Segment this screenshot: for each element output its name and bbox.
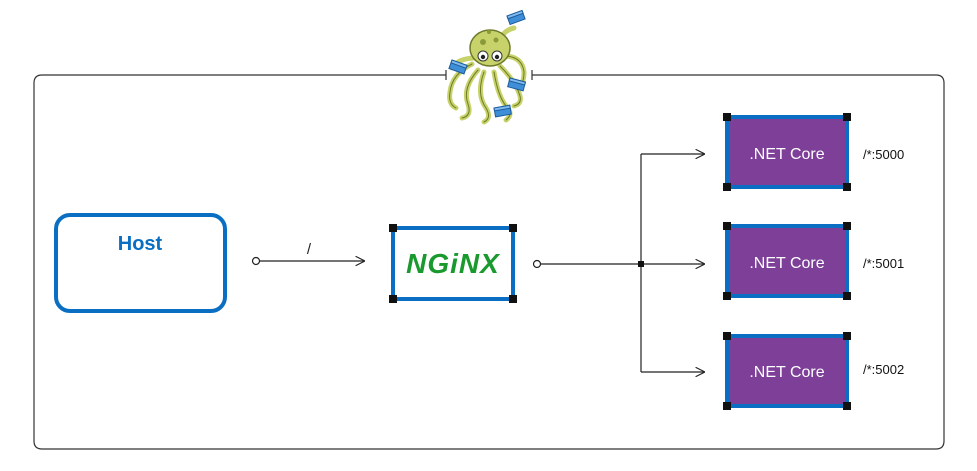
host-to-proxy-connector: /	[251, 241, 365, 265]
junction-point	[638, 261, 644, 267]
host-node: Host	[54, 213, 227, 313]
nginx-logo: NGiNX	[406, 248, 501, 279]
service-node-5002: .NET Core /*:5002	[723, 332, 904, 410]
container-frame	[33, 70, 945, 450]
service-label: .NET Core	[749, 364, 824, 381]
service-route: /*:5000	[863, 147, 904, 162]
service-node-5001: .NET Core /*:5001	[723, 222, 904, 300]
nginx-proxy-node: NGiNX	[389, 224, 517, 303]
service-label: .NET Core	[749, 146, 824, 163]
service-node-5000: .NET Core /*:5000	[723, 113, 904, 191]
host-label: Host	[118, 233, 163, 255]
connector-label: /	[307, 241, 312, 258]
octopus-with-containers-icon	[447, 9, 527, 125]
service-label: .NET Core	[749, 255, 824, 272]
proxy-to-services-connector	[532, 154, 705, 372]
service-route: /*:5001	[863, 256, 904, 271]
service-route: /*:5002	[863, 362, 904, 377]
